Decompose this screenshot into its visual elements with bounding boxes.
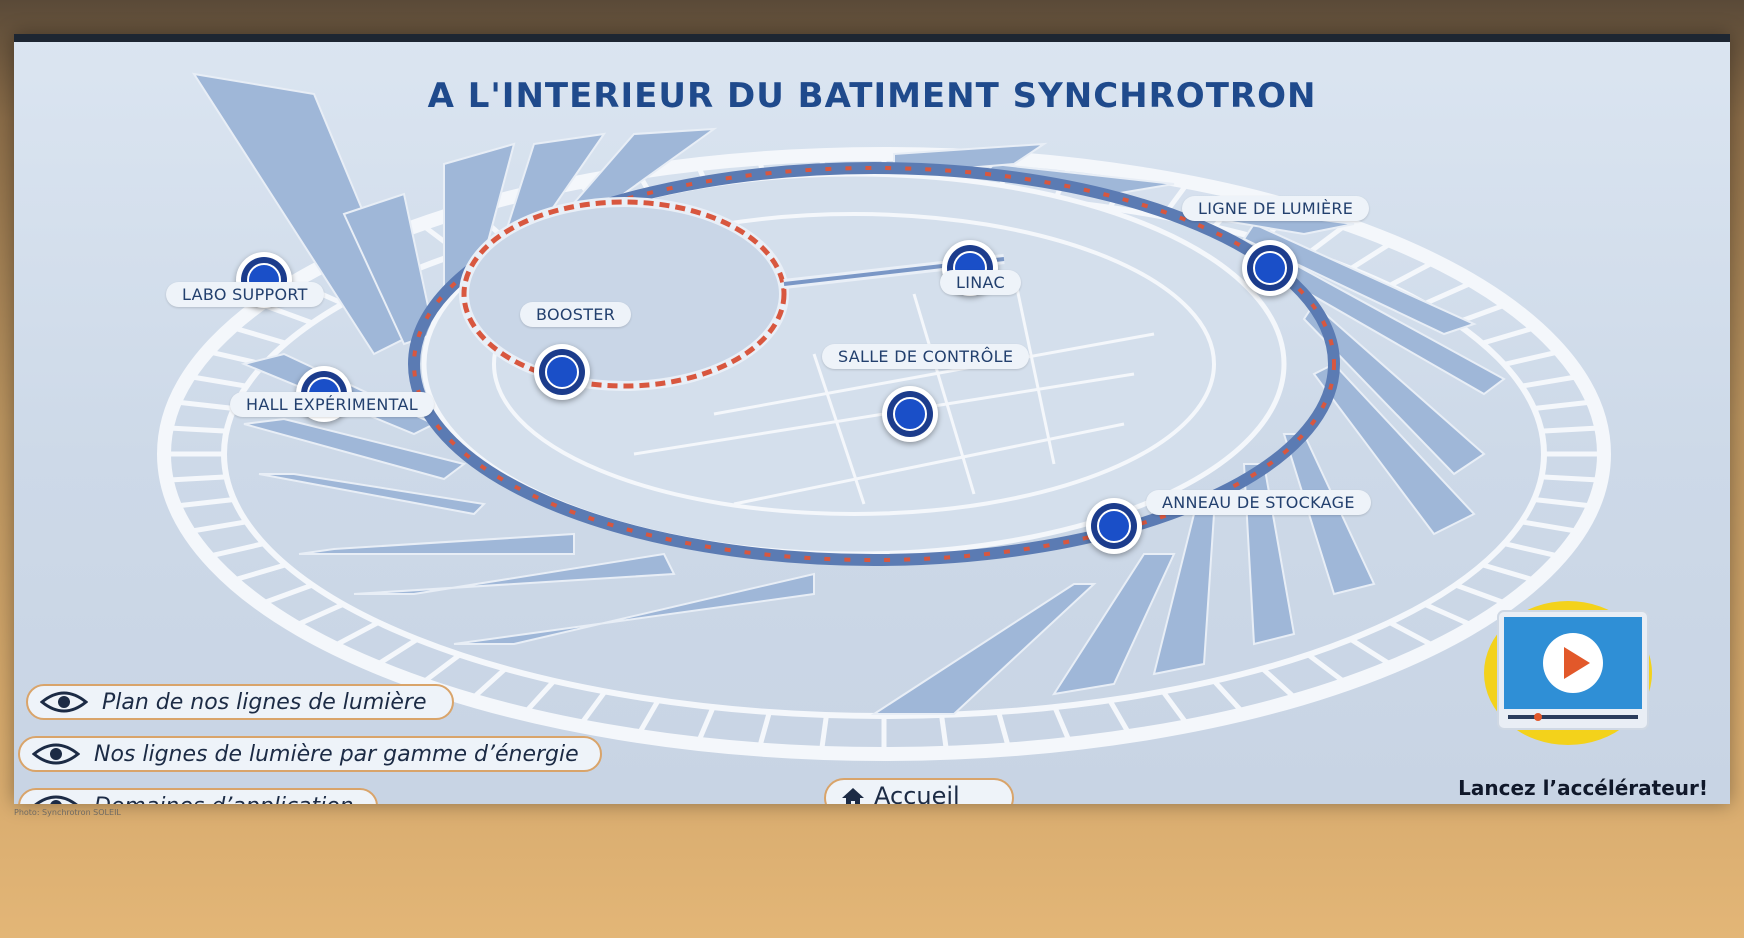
photo-credit: Photo: Synchrotron SOLEIL [14, 808, 121, 817]
marker-salle-de-controle[interactable] [882, 386, 938, 442]
ring-tick [230, 562, 287, 584]
ring-tick [1349, 637, 1395, 669]
ring-tick [230, 324, 287, 346]
play-icon [1564, 647, 1590, 679]
eye-icon [32, 743, 80, 765]
eye-icon [40, 691, 88, 713]
ring-tick [1306, 652, 1349, 686]
storage-ring-magnets [412, 166, 1336, 562]
ring-tick [188, 373, 247, 389]
ring-tick [1481, 562, 1538, 584]
ring-tick [1541, 425, 1602, 434]
ring-tick [166, 474, 227, 483]
home-label: Accueil [874, 782, 960, 804]
ring-tick [469, 666, 508, 702]
ring-tick [419, 652, 462, 686]
menu-lignes-energie[interactable]: Nos lignes de lumière par gamme d’énergi… [18, 736, 602, 772]
ring-tick [1423, 279, 1475, 307]
ring-tick [1388, 620, 1437, 650]
ring-tick [1306, 222, 1349, 256]
home-button[interactable]: Accueil [824, 778, 1014, 804]
menu-domaines-application-label: Domaines d’application [94, 794, 354, 805]
launch-accelerator-text[interactable]: Lancez l’accélérateur! [1458, 776, 1708, 800]
ring-tick [206, 541, 265, 560]
ring-tick [635, 698, 661, 738]
ring-tick [1349, 239, 1395, 271]
kiosk-screen: A L'INTERIEUR DU BATIMENT SYNCHROTRON LA… [14, 34, 1730, 804]
marker-ligne-de-lumiere[interactable] [1242, 240, 1298, 296]
label-hall-experimental[interactable]: HALL EXPÉRIMENTAL [230, 392, 434, 417]
ring-tick [695, 706, 716, 745]
ring-tick [996, 711, 1012, 751]
label-booster[interactable]: BOOSTER [520, 302, 632, 327]
screen-bezel-top [14, 34, 1730, 42]
ring-tick [174, 497, 235, 509]
ring-tick [1541, 474, 1602, 483]
ring-tick [522, 679, 556, 716]
menu-domaines-application[interactable]: Domaines d’application [18, 788, 378, 804]
eye-icon [34, 795, 78, 804]
ring-tick [818, 714, 829, 754]
home-icon [842, 788, 864, 804]
ring-tick [174, 399, 235, 411]
ring-tick [1212, 679, 1246, 716]
ring-tick [1107, 698, 1133, 738]
ring-tick [166, 425, 227, 434]
ring-tick [188, 519, 247, 535]
menu-plan-lignes[interactable]: Plan de nos lignes de lumière [26, 684, 454, 720]
launch-accelerator-button[interactable] [1476, 599, 1654, 747]
label-ligne-de-lumiere[interactable]: LIGNE DE LUMIÈRE [1182, 196, 1370, 221]
ring-tick [1388, 258, 1437, 288]
synchrotron-map [157, 72, 1611, 761]
ring-tick [577, 689, 608, 728]
ring-tick [1503, 348, 1562, 367]
ring-tick [1454, 582, 1509, 607]
label-salle-de-controle[interactable]: SALLE DE CONTRÔLE [822, 344, 1030, 369]
ring-tick [1260, 666, 1299, 702]
ring-tick [293, 601, 345, 629]
ring-tick [1160, 689, 1191, 728]
ring-tick [1521, 519, 1580, 535]
ring-tick [939, 714, 950, 754]
ring-tick [373, 637, 419, 669]
ring-tick [1481, 324, 1538, 346]
ring-tick [259, 582, 314, 607]
ring-tick [1052, 706, 1073, 745]
booster-ring [461, 199, 787, 389]
ring-tick [756, 711, 772, 751]
ring-tick [1533, 399, 1594, 411]
video-player-icon [1484, 601, 1652, 745]
page-title: A L'INTERIEUR DU BATIMENT SYNCHROTRON [427, 76, 1317, 116]
menu-lignes-energie-label: Nos lignes de lumière par gamme d’énergi… [94, 741, 579, 767]
inner-corridor [492, 212, 1216, 516]
marker-anneau-de-stockage[interactable] [1086, 498, 1142, 554]
ring-tick [1533, 497, 1594, 509]
ring-tick [1423, 601, 1475, 629]
ring-tick [1503, 541, 1562, 560]
label-anneau-de-stockage[interactable]: ANNEAU DE STOCKAGE [1146, 490, 1371, 515]
menu-plan-lignes-label: Plan de nos lignes de lumière [102, 689, 427, 715]
label-labo-support[interactable]: LABO SUPPORT [166, 282, 324, 307]
ring-tick [1521, 373, 1580, 389]
label-linac[interactable]: LINAC [940, 270, 1021, 295]
marker-booster[interactable] [534, 344, 590, 400]
ring-tick [331, 620, 380, 650]
